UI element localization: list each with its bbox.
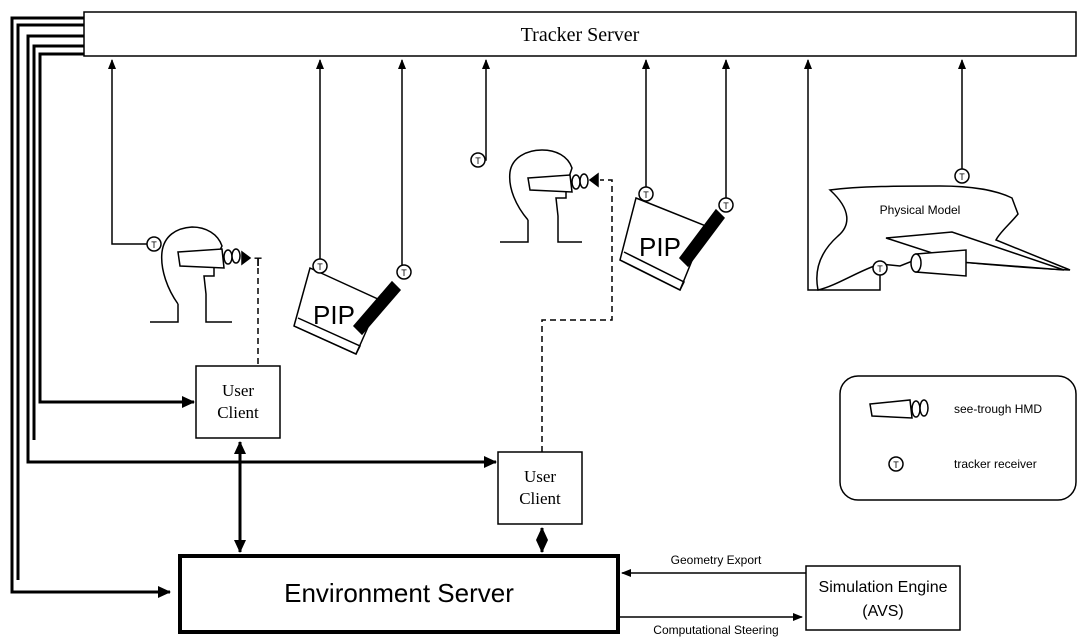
simulation-engine-line1: Simulation Engine — [819, 579, 948, 596]
feed-line-extra-1 — [16, 23, 84, 580]
svg-text:T: T — [317, 262, 323, 272]
svg-text:T: T — [643, 190, 649, 200]
user-client-1-line1: User — [222, 381, 254, 400]
client-server-links — [234, 441, 548, 553]
pip-tablet-2: PIP T T — [619, 186, 734, 292]
tracker-receiver-icon: T — [146, 236, 162, 252]
pen-icon — [679, 208, 725, 268]
feed-line-env-server — [10, 16, 171, 598]
user-client-1: User Client — [195, 365, 281, 439]
tracker-receiver-icon: T T — [312, 258, 412, 280]
user-head-1: T T — [146, 226, 262, 323]
tracker-line-head-2 — [478, 59, 490, 161]
svg-text:T: T — [401, 268, 407, 278]
pip-tablet-1: PIP T T — [293, 258, 412, 355]
feed-line-user-client-1 — [38, 52, 195, 408]
environment-server-label: Environment Server — [284, 578, 514, 608]
pip-2-board-edge — [619, 251, 686, 292]
svg-text:T: T — [959, 172, 965, 182]
user-head-2: T — [470, 149, 599, 243]
simulation-engine: Simulation Engine (AVS) — [805, 565, 961, 631]
physical-model-engine — [915, 249, 967, 277]
pip-1-board-edge — [293, 317, 362, 355]
computational-steering-label: Computational Steering — [653, 623, 778, 637]
hmd-icon — [177, 248, 241, 269]
simulation-engine-line2: (AVS) — [862, 603, 903, 620]
engine-links — [618, 569, 806, 621]
physical-model-label: Physical Model — [880, 203, 961, 217]
pip-2-label: PIP — [639, 232, 681, 262]
svg-text:T: T — [151, 240, 157, 250]
svg-text:T: T — [723, 201, 729, 211]
hmd-icon — [527, 173, 589, 193]
user-client-2-line1: User — [524, 467, 556, 486]
legend-hmd-icon — [869, 399, 929, 419]
pip-1-label: PIP — [313, 300, 355, 330]
legend: see-trough HMD T tracker receiver — [839, 375, 1077, 501]
feed-line-user-client-2 — [26, 34, 497, 468]
environment-server: Environment Server — [178, 554, 620, 634]
tracker-line-model-base — [804, 59, 881, 291]
hmd-video-links — [257, 179, 613, 452]
tracker-receiver-icon: T — [470, 152, 486, 168]
legend-hmd-label: see-trough HMD — [954, 402, 1042, 416]
hmd-pointer-arrow — [241, 250, 252, 266]
tracker-receiver-icon: T T — [638, 186, 734, 213]
geometry-export-label: Geometry Export — [671, 553, 762, 567]
tracker-server-label: Tracker Server — [521, 24, 640, 46]
user-client-1-line2: Client — [217, 403, 259, 422]
svg-text:T: T — [893, 460, 899, 470]
tracker-receiver-icon: T T — [872, 168, 970, 276]
hmd-pointer-arrow — [588, 172, 599, 188]
legend-tracker-label: tracker receiver — [954, 457, 1037, 471]
tracker-lines — [108, 59, 966, 291]
tracker-marker-label: T — [254, 255, 262, 269]
user-client-2: User Client — [497, 451, 583, 525]
head-2-outline — [500, 149, 582, 243]
pen-icon — [352, 280, 402, 336]
head-1-outline — [150, 226, 232, 323]
tracker-line-head-1 — [108, 59, 150, 245]
svg-text:T: T — [475, 156, 481, 166]
hmd-link-2 — [541, 179, 613, 452]
feed-line-extra-2 — [32, 44, 84, 440]
tracker-server: Tracker Server — [83, 11, 1077, 57]
svg-text:T: T — [877, 264, 883, 274]
tracker-feed-lines — [10, 16, 497, 598]
physical-model: Physical Model T T — [816, 168, 1071, 291]
user-client-2-line2: Client — [519, 489, 561, 508]
legend-tracker-icon: T — [888, 456, 904, 472]
